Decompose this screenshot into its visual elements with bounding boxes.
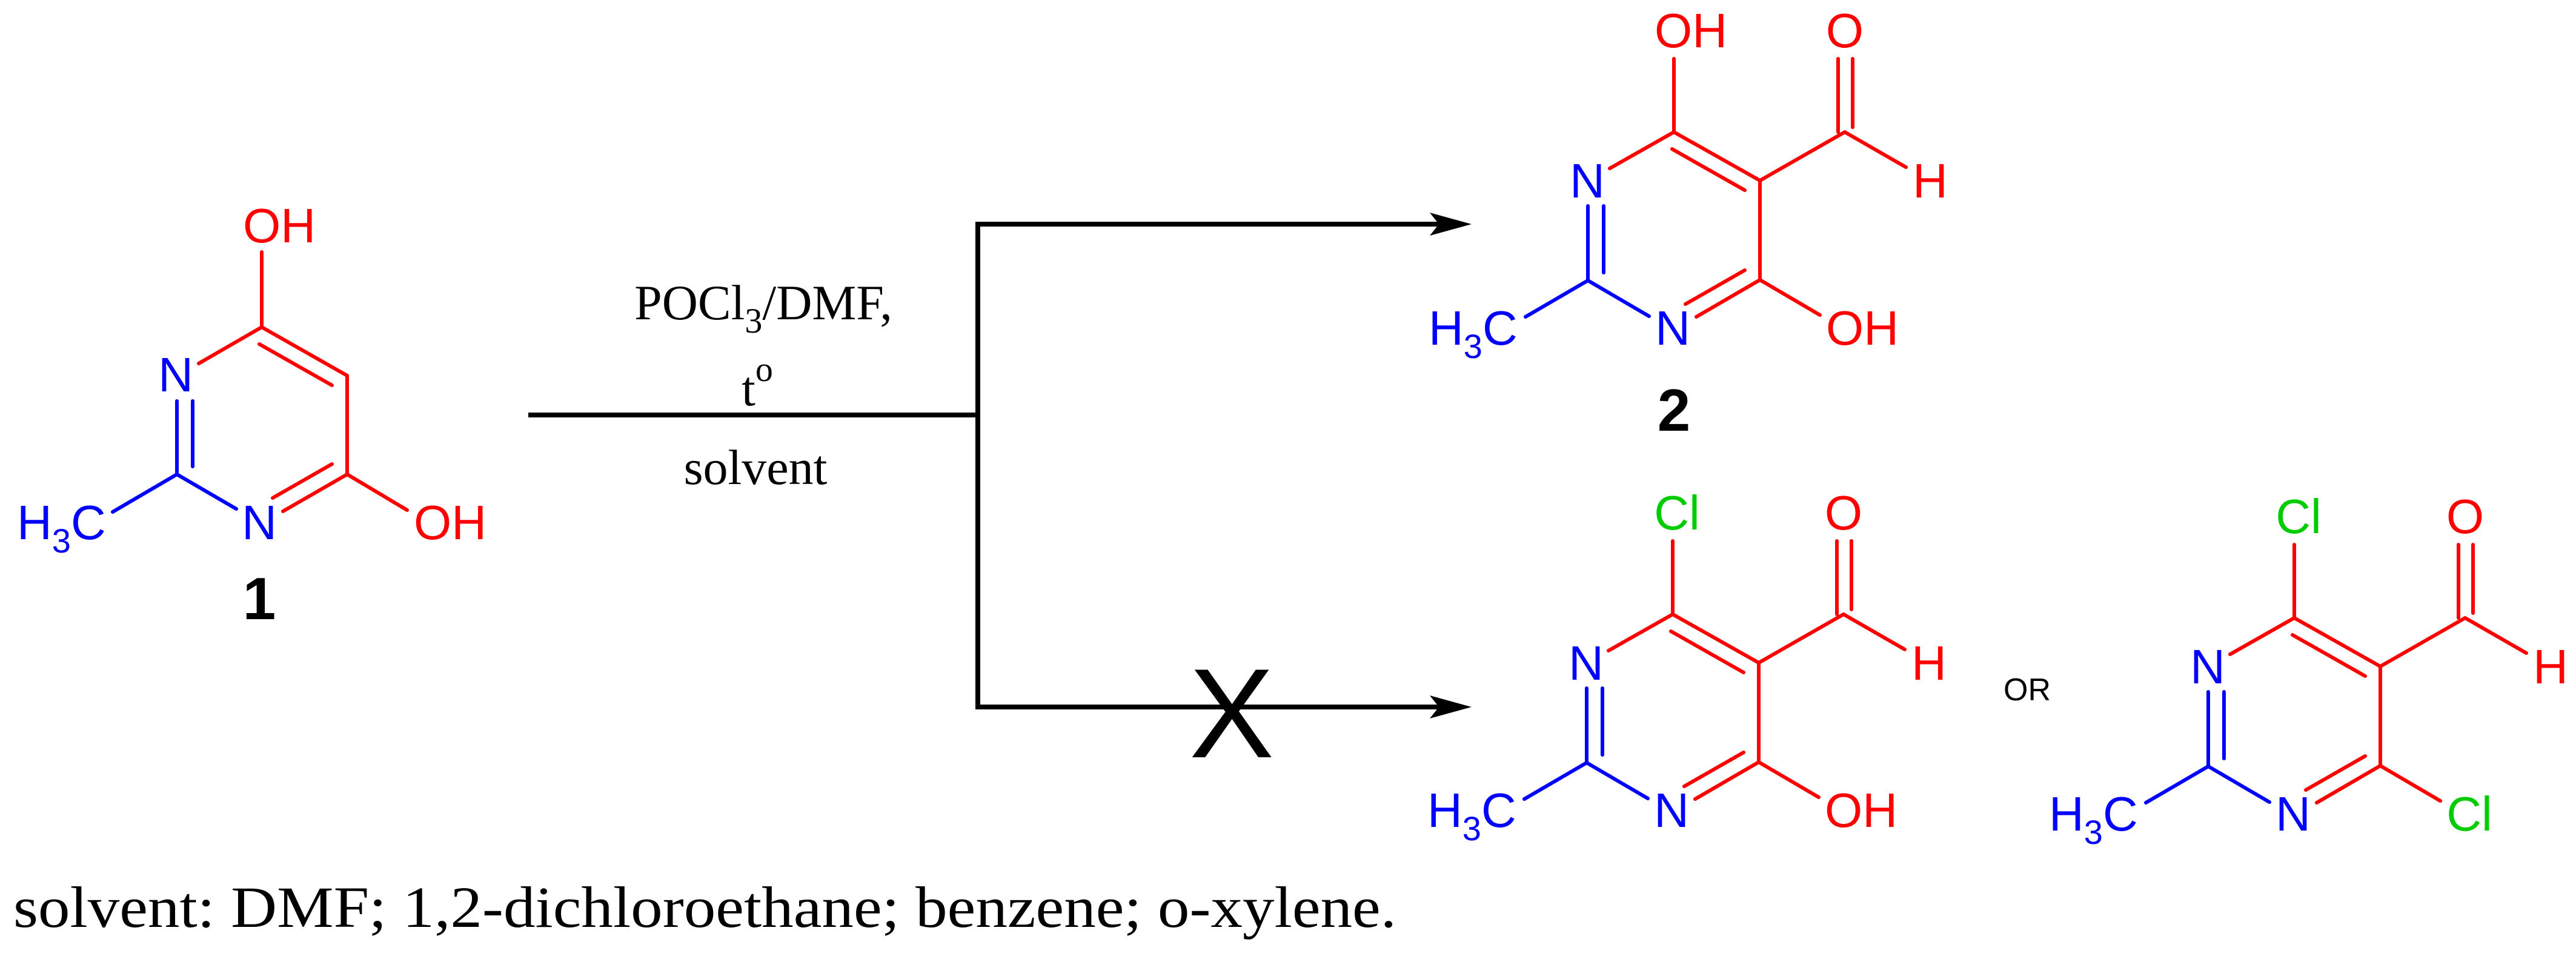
compound-1-label: 1 — [243, 565, 276, 632]
compound-3a-blue-bonds — [1522, 686, 1650, 801]
compound-2: OH O H N N OH H3C 2 — [1429, 4, 1948, 443]
reaction-conditions: POCl3/DMF, to solvent — [634, 275, 892, 495]
compound-3b-blue-bonds — [2144, 690, 2271, 805]
compound-2-aldehyde-oxygen: O — [1826, 4, 1864, 58]
compound-1-nitrogen-upper: N — [158, 348, 193, 402]
compound-1-right-hydroxyl: OH — [414, 496, 486, 549]
compound-1-methyl-group: H3C — [17, 496, 106, 560]
lower-arrowhead-icon — [1430, 695, 1472, 718]
compound-2-methyl-group: H3C — [1429, 301, 1518, 365]
compound-3b-red-bonds — [2228, 543, 2528, 805]
compound-2-top-hydroxyl: OH — [1655, 4, 1727, 58]
compound-2-label: 2 — [1658, 377, 1691, 443]
compound-2-blue-bonds — [1524, 204, 1651, 319]
compound-1-red-bonds — [197, 250, 409, 513]
reagent-solvent: solvent — [684, 440, 828, 495]
reagent-temperature: to — [742, 350, 773, 416]
compound-3a-right-hydroxyl: OH — [1825, 783, 1897, 837]
compound-3b-top-chlorine: Cl — [2276, 489, 2322, 543]
compound-1-top-hydroxyl: OH — [243, 199, 316, 253]
blocked-pathway-x-mark: X — [1189, 642, 1274, 785]
compound-3b-methyl-group: H3C — [2049, 787, 2138, 851]
compound-3a-aldehyde-hydrogen: H — [1911, 636, 1947, 690]
compound-3b-right-chlorine: Cl — [2446, 787, 2492, 841]
solvent-footnote: solvent: DMF; 1,2-dichloroethane; benzen… — [13, 875, 1396, 940]
reagent-pocl3-dmf: POCl3/DMF, — [634, 275, 892, 340]
compound-3a-not-formed: Cl O H N N OH H3C — [1427, 486, 1947, 848]
compound-1-nitrogen-lower: N — [242, 496, 277, 549]
compound-1-blue-bonds — [111, 399, 238, 514]
or-connector: OR — [2003, 672, 2051, 708]
compound-2-red-bonds — [1608, 57, 1908, 319]
compound-3a-red-bonds — [1607, 539, 1907, 801]
compound-2-nitrogen-lower: N — [1655, 301, 1690, 355]
compound-1: OH N N OH H3C 1 — [17, 199, 486, 632]
compound-3a-nitrogen-upper: N — [1569, 636, 1604, 690]
compound-3b-not-formed: Cl O H N N Cl H3C — [2049, 489, 2568, 851]
compound-3a-methyl-group: H3C — [1427, 783, 1516, 848]
compound-3a-nitrogen-lower: N — [1654, 783, 1689, 837]
compound-2-aldehyde-hydrogen: H — [1913, 154, 1948, 208]
compound-3b-aldehyde-hydrogen: H — [2533, 640, 2568, 694]
reaction-arrows: X — [528, 213, 1472, 785]
compound-3b-aldehyde-oxygen: O — [2446, 489, 2484, 543]
compound-3a-aldehyde-oxygen: O — [1825, 486, 1862, 540]
compound-3b-nitrogen-lower: N — [2276, 787, 2311, 841]
upper-arrowhead-icon — [1430, 213, 1472, 236]
compound-3a-top-chlorine: Cl — [1654, 486, 1700, 540]
compound-2-right-hydroxyl: OH — [1826, 301, 1899, 355]
compound-3b-nitrogen-upper: N — [2190, 640, 2225, 694]
compound-2-nitrogen-upper: N — [1570, 154, 1605, 208]
